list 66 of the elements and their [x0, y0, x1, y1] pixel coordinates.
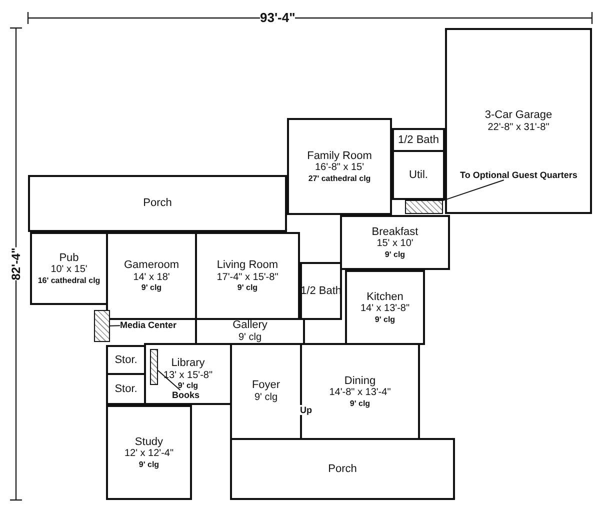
room-name: Stor. — [114, 382, 138, 396]
leader-line — [110, 325, 120, 326]
room-name: Family Room — [307, 150, 372, 162]
room-name: Study — [134, 436, 164, 448]
ceiling-note: 9' clg — [384, 250, 406, 260]
ceiling-note: 9' clg — [374, 314, 396, 324]
room-size: 22'-8" x 31'-8" — [488, 122, 550, 134]
ceiling-note: 9' clg — [237, 283, 258, 293]
room-outline — [445, 28, 592, 214]
room-outline — [300, 262, 342, 320]
leader-line — [442, 180, 504, 202]
ceiling-note: 9' clg — [178, 381, 198, 391]
ceiling-note: 27' cathedral clg — [308, 174, 371, 184]
room-name: Foyer — [252, 379, 280, 392]
stair-drawing — [405, 200, 443, 214]
room-name: Gallery — [232, 319, 268, 332]
room-outline — [106, 373, 146, 405]
bookshelf — [150, 349, 158, 385]
porch-outline — [28, 175, 287, 232]
media-niche — [94, 310, 110, 342]
room-size: 13' x 15'-8" — [163, 370, 213, 382]
room-size: 9' clg — [254, 392, 278, 404]
room-outline — [392, 150, 445, 200]
room-name: Breakfast — [372, 226, 418, 238]
ceiling-note: 9' clg — [138, 460, 160, 470]
porch-outline — [230, 438, 455, 500]
room-outline — [345, 270, 425, 345]
room-outline — [30, 232, 108, 305]
room-size: 9' clg — [238, 332, 262, 344]
room-size: 16'-8" x 15' — [314, 162, 364, 174]
room-name: Stor. — [114, 354, 138, 366]
room-size: 14'-8" x 13'-4" — [329, 387, 391, 399]
room-outline — [287, 118, 392, 215]
ceiling-note: 9' clg — [141, 283, 162, 293]
room-name: Porch — [143, 197, 172, 210]
note-text: Media Center — [120, 320, 177, 330]
room-name: Kitchen — [366, 290, 404, 304]
room-name: Pub — [59, 252, 79, 264]
room-size: 12' x 12'-4" — [124, 448, 174, 460]
room-name: Porch — [328, 462, 357, 476]
stair-direction-label: Up — [300, 405, 312, 415]
dimension-label: 82'-4" — [9, 248, 23, 280]
room-outline — [340, 215, 450, 270]
ceiling-note: 9' clg — [350, 398, 370, 408]
room-name: Living Room — [216, 259, 278, 272]
room-outline — [392, 128, 445, 152]
room-name: 3-Car Garage — [484, 108, 552, 122]
room-size: 14' x 13'-8" — [360, 303, 410, 315]
note-text: To Optional Guest Quarters — [460, 170, 578, 180]
room-outline — [195, 232, 300, 320]
room-size: 14' x 18' — [133, 272, 170, 284]
room-name: Gameroom — [124, 259, 180, 272]
room-outline — [106, 232, 197, 320]
dimension-label: 93'-4" — [260, 10, 296, 25]
room-outline — [106, 405, 192, 500]
ceiling-note: 16' cathedral clg — [38, 276, 100, 286]
room-name: Library — [171, 357, 205, 370]
room-name: Util. — [409, 168, 428, 182]
room-name: 1/2 Bath — [398, 134, 439, 146]
room-size: 17'-4" x 15'-8" — [216, 272, 278, 284]
room-outline — [195, 318, 305, 345]
room-name: Dining — [344, 374, 376, 388]
room-size: 10' x 15' — [50, 264, 88, 276]
room-outline — [144, 343, 232, 405]
room-size: 15' x 10' — [376, 238, 414, 250]
note-text: Books — [172, 390, 200, 400]
